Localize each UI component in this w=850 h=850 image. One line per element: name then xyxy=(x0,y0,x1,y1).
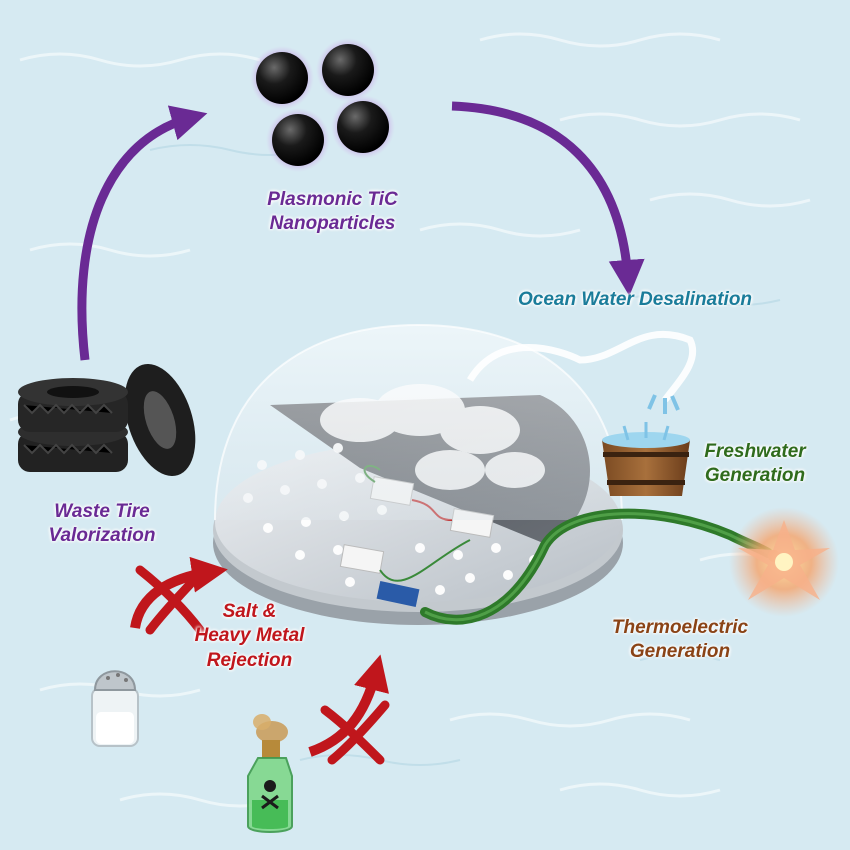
blocked-arrow-icon xyxy=(130,556,228,635)
nanoparticle-to-desalination-arrow xyxy=(451,101,645,296)
thermoelectric-generation-label: Thermoelectric Generation xyxy=(611,617,749,663)
tire-stack-icon xyxy=(18,363,196,477)
ocean-desalination-label: Ocean Water Desalination xyxy=(517,289,753,310)
tire-to-nanoparticle-arrow xyxy=(77,105,208,361)
wooden-tub-icon xyxy=(602,422,690,496)
salt-shaker-icon xyxy=(91,670,139,747)
plasmonic-tic-label: Plasmonic TiC Nanoparticles xyxy=(267,189,398,235)
poison-bottle-icon xyxy=(247,714,293,833)
salt-rejection-label: Salt & Heavy Metal Rejection xyxy=(194,601,305,671)
freshwater-generation-label: Freshwater Generation xyxy=(704,441,806,487)
spark-icon xyxy=(729,507,839,617)
nanoparticle-icon xyxy=(250,38,395,172)
blocked-arrow-icon xyxy=(308,654,390,765)
waste-tire-label: Waste Tire Valorization xyxy=(48,501,156,547)
evaporator-dome-icon xyxy=(213,323,697,625)
